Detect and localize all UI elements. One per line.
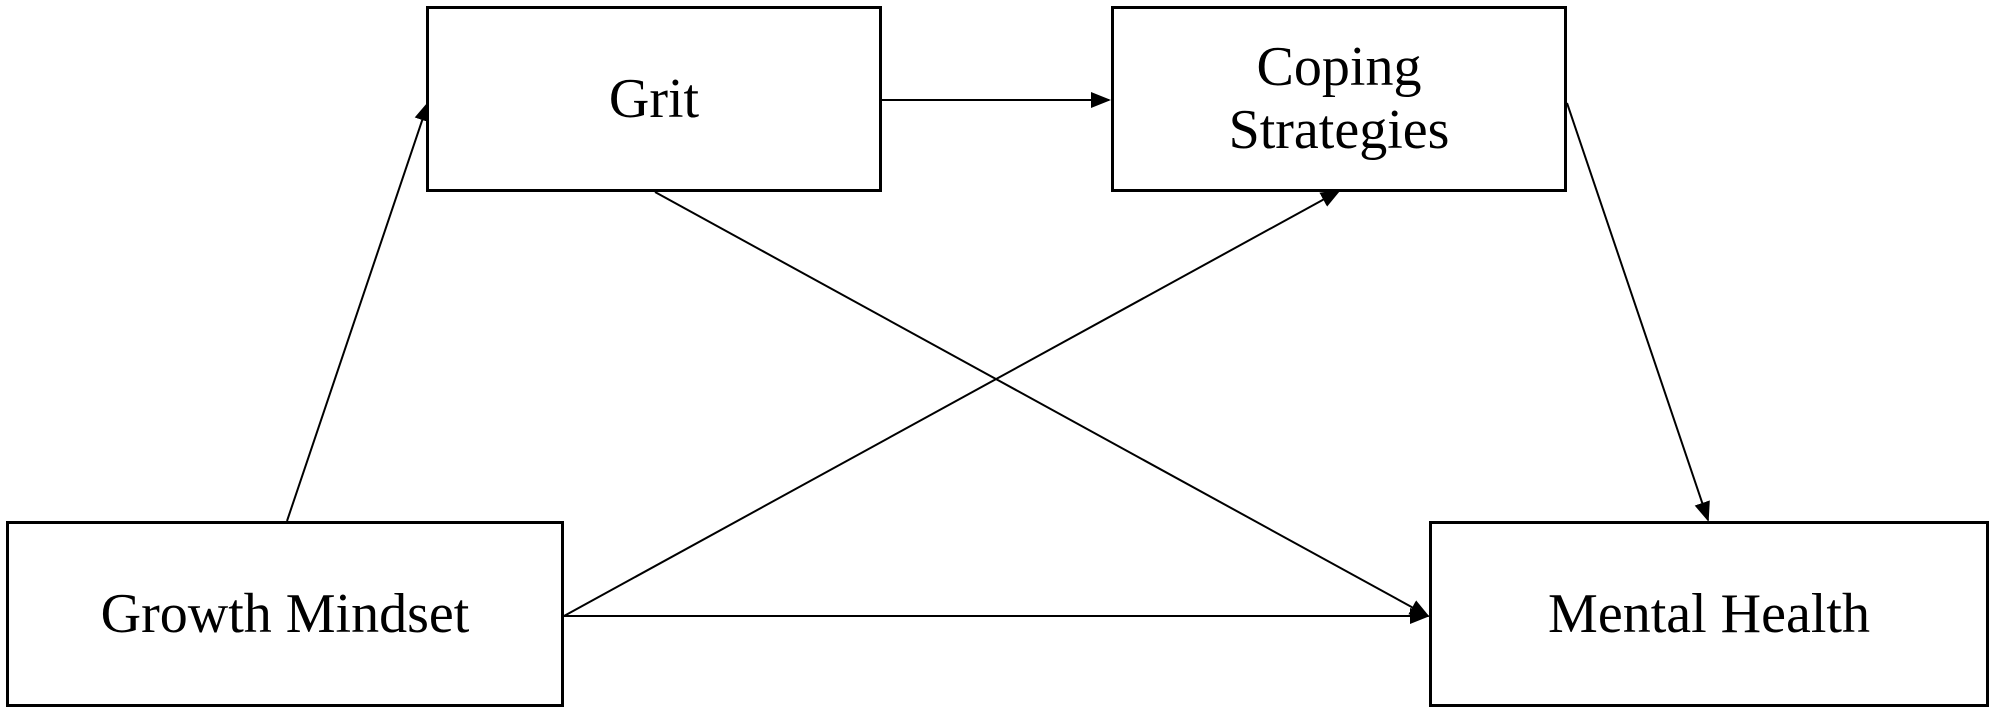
node-growth-mindset: Growth Mindset (6, 521, 564, 707)
node-growth-mindset-label: Growth Mindset (100, 582, 470, 645)
arrow-coping-to-mental (1566, 102, 1710, 522)
arrow-growth-to-coping (563, 190, 1341, 617)
node-grit-label: Grit (608, 67, 700, 130)
arrow-grit-to-mental (654, 191, 1430, 617)
arrow-growth-to-grit (286, 101, 430, 522)
node-coping-strategies-label: Coping Strategies (1228, 36, 1450, 161)
node-grit: Grit (426, 6, 882, 192)
node-mental-health-label: Mental Health (1548, 582, 1870, 645)
node-mental-health: Mental Health (1429, 521, 1989, 707)
node-coping-strategies: Coping Strategies (1111, 6, 1567, 192)
